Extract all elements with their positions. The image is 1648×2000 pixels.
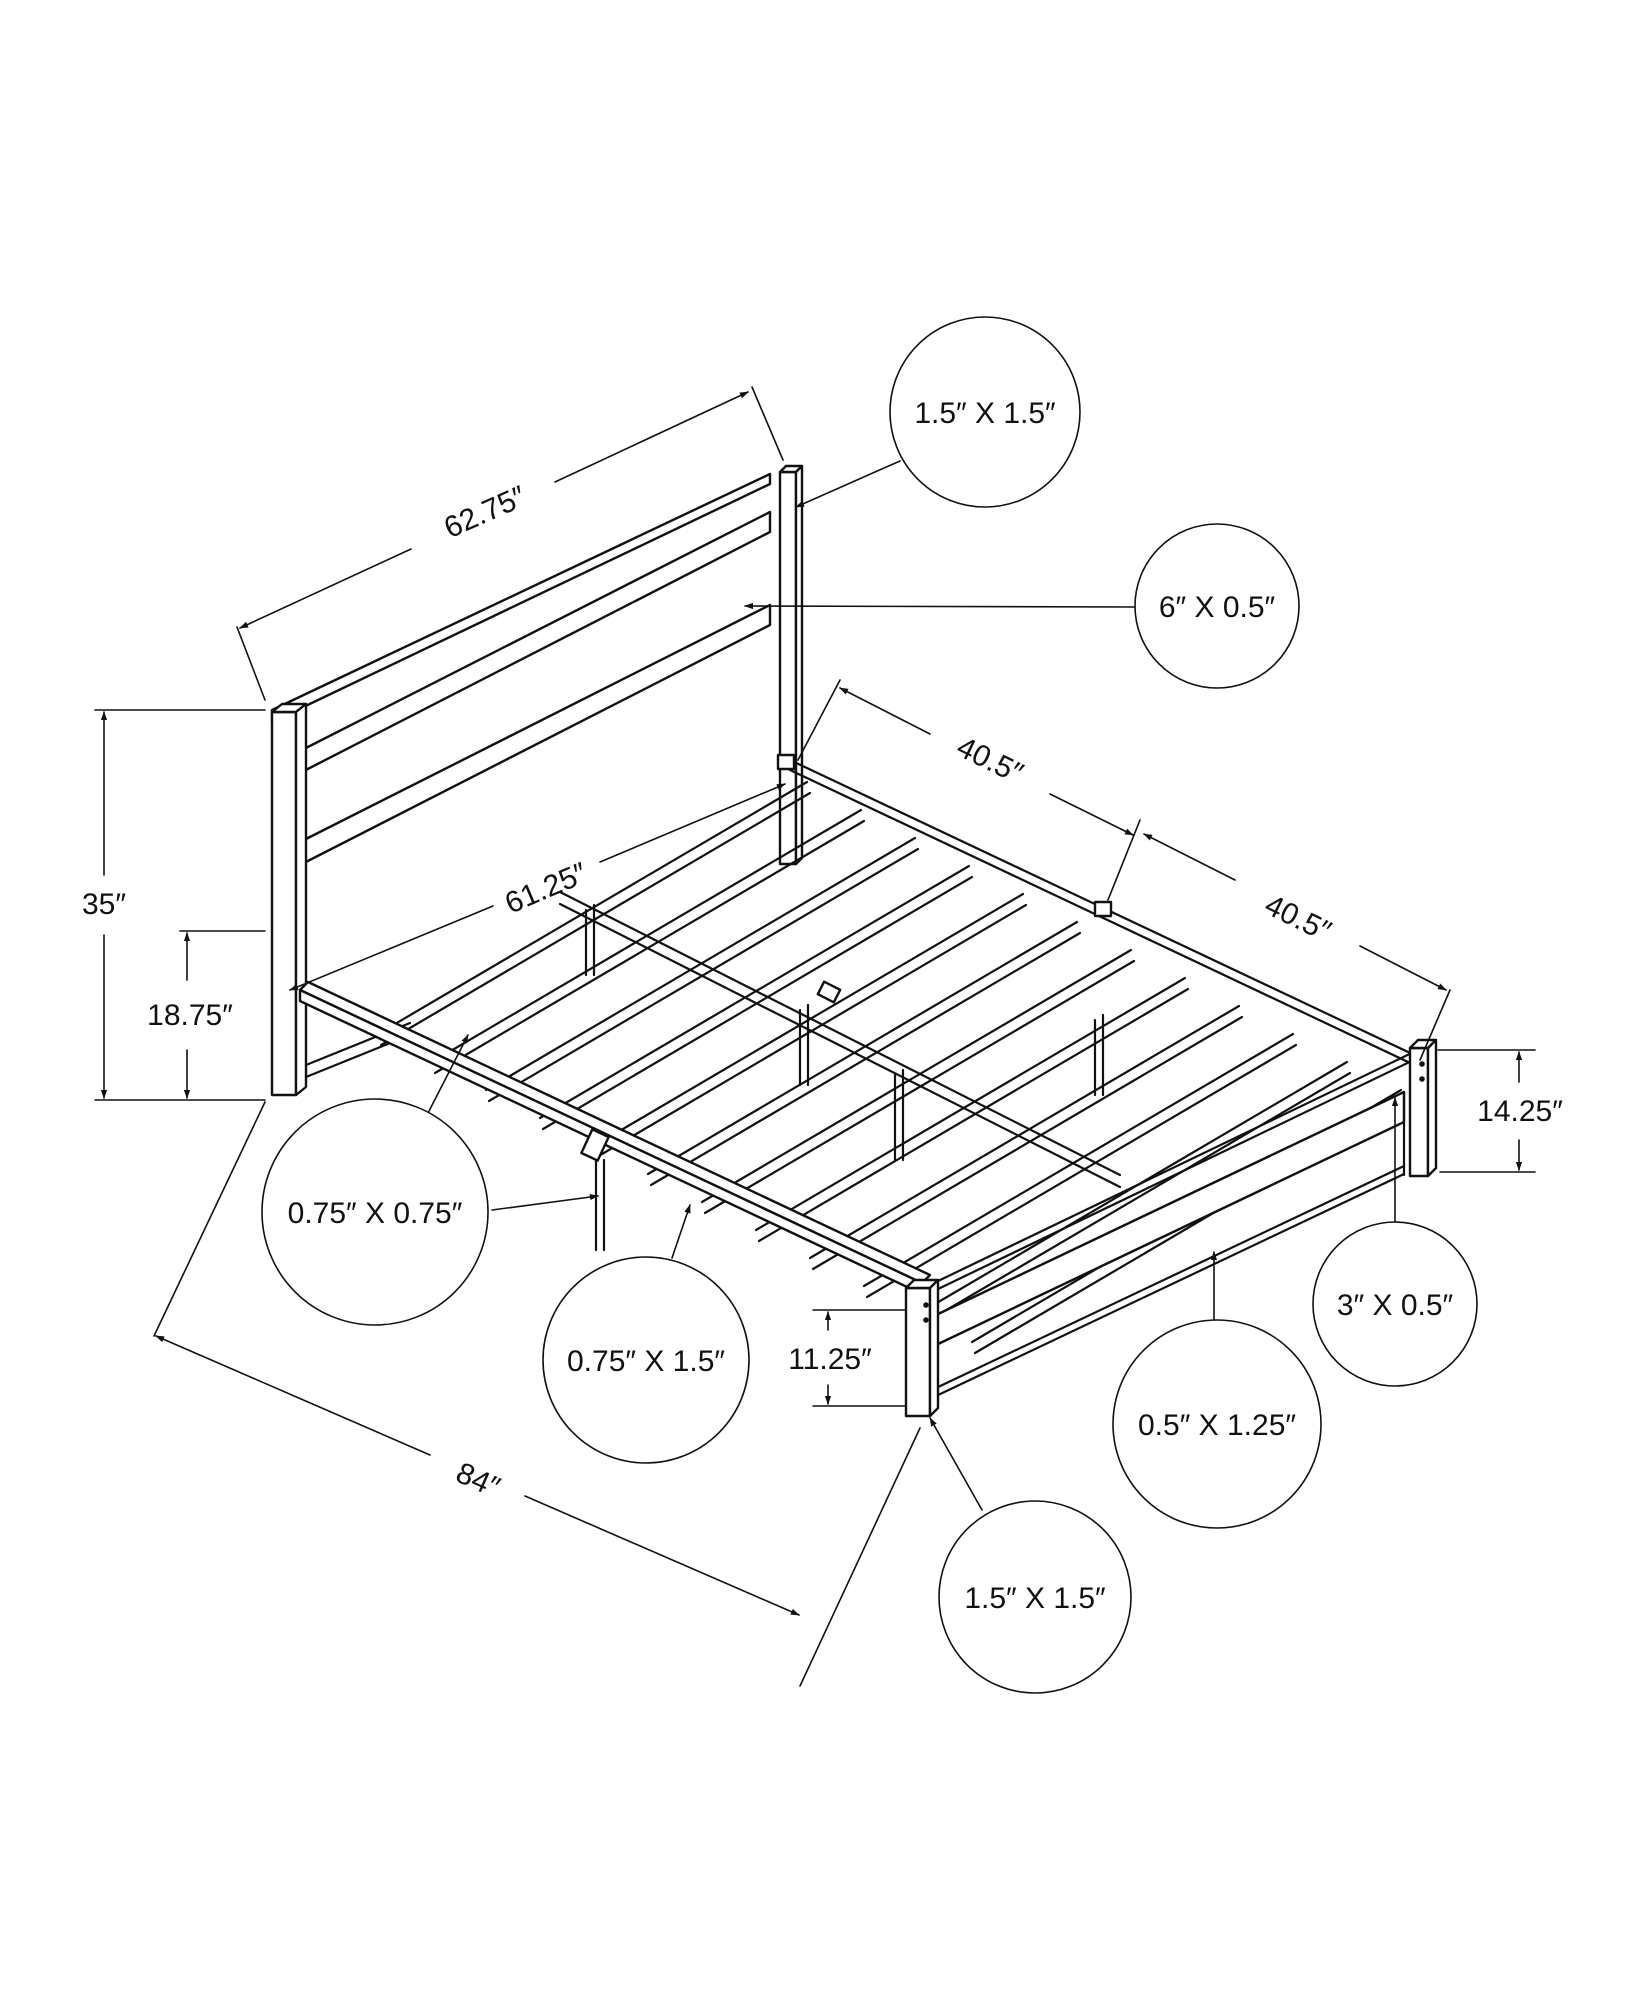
back-side-rail	[776, 753, 1427, 1072]
headboard-height-label: 35″	[82, 888, 126, 921]
footboard	[904, 1038, 1438, 1418]
center-support-rail	[558, 890, 1122, 1189]
headboard-width-label: 62.75″	[439, 480, 531, 545]
footboard-height-label: 14.25″	[1477, 1095, 1563, 1128]
overall-length-label: 84″	[451, 1456, 505, 1504]
footboard-post-callout: 1.5″ X 1.5″	[964, 1582, 1106, 1615]
side-rail-second-half-label: 40.5″	[1260, 888, 1337, 948]
side-rail-callout: 0.75″ X 1.5″	[567, 1345, 725, 1378]
headboard-post-callout: 1.5″ X 1.5″	[914, 397, 1056, 430]
inner-width-label: 61.25″	[500, 856, 592, 920]
dimension-lines	[94, 386, 1536, 1687]
callout-circles	[261, 316, 1478, 1694]
side-rail-first-half-label: 40.5″	[952, 730, 1029, 790]
footboard-rail-callout: 0.5″ X 1.25″	[1138, 1409, 1296, 1442]
rail-height-head-label: 18.75″	[147, 999, 233, 1032]
center-leg-callout: 0.75″ X 0.75″	[288, 1197, 463, 1230]
rail-height-foot-label: 11.25″	[788, 1343, 872, 1376]
bed-frame-drawing	[270, 464, 1438, 1418]
headboard-slat-callout: 6″ X 0.5″	[1159, 591, 1276, 624]
callout-leaders	[427, 460, 1399, 1511]
footboard-panel-callout: 3″ X 0.5″	[1337, 1289, 1454, 1322]
callout-labels: 1.5″ X 1.5″ 6″ X 0.5″ 0.75″ X 0.75″ 0.75…	[288, 397, 1454, 1615]
